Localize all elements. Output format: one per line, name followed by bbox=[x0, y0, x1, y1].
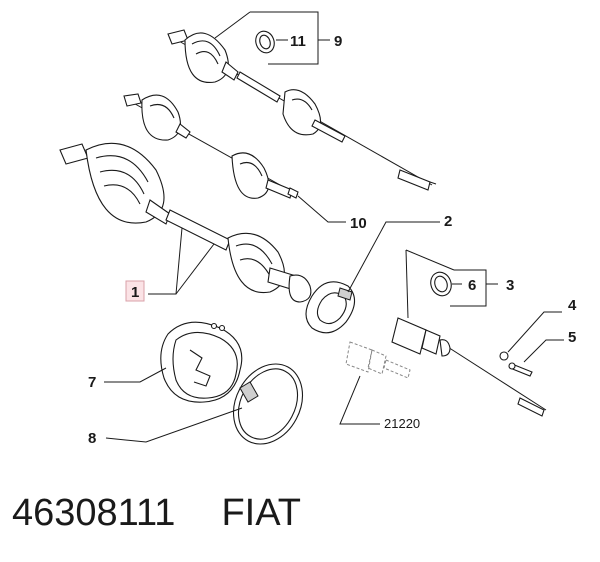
callout-1-highlight bbox=[125, 280, 145, 302]
callout-8: 8 bbox=[88, 430, 96, 447]
main-drive-shaft bbox=[59, 142, 312, 303]
callout-5: 5 bbox=[568, 329, 576, 346]
bolt-part-5 bbox=[508, 362, 533, 377]
callout-7: 7 bbox=[88, 374, 96, 391]
clamp-ring bbox=[305, 281, 356, 334]
joint-assembly-21220 bbox=[345, 341, 411, 379]
brand-name: FIAT bbox=[221, 492, 301, 534]
callout-3: 3 bbox=[506, 277, 514, 294]
part-number: 46308111 bbox=[12, 492, 176, 534]
callout-10: 10 bbox=[350, 215, 367, 232]
callout-21220: 21220 bbox=[384, 416, 420, 431]
middle-drive-shaft bbox=[123, 93, 299, 199]
callout-6: 6 bbox=[468, 277, 476, 294]
callout-11: 11 bbox=[290, 33, 306, 50]
seal-ring bbox=[430, 271, 452, 297]
washer-part-4 bbox=[499, 351, 509, 361]
top-drive-shaft bbox=[167, 29, 437, 191]
seal-ring-11 bbox=[255, 30, 275, 54]
right-drive-shaft bbox=[391, 317, 547, 417]
callout-9: 9 bbox=[334, 33, 342, 50]
band-clamp bbox=[232, 363, 304, 445]
boot-part bbox=[160, 321, 243, 403]
leader-lines bbox=[104, 11, 564, 443]
callout-1: 1 bbox=[131, 284, 139, 301]
callout-2: 2 bbox=[444, 213, 452, 230]
callout-4: 4 bbox=[568, 297, 577, 314]
footer: 46308111 FIAT bbox=[12, 492, 592, 542]
